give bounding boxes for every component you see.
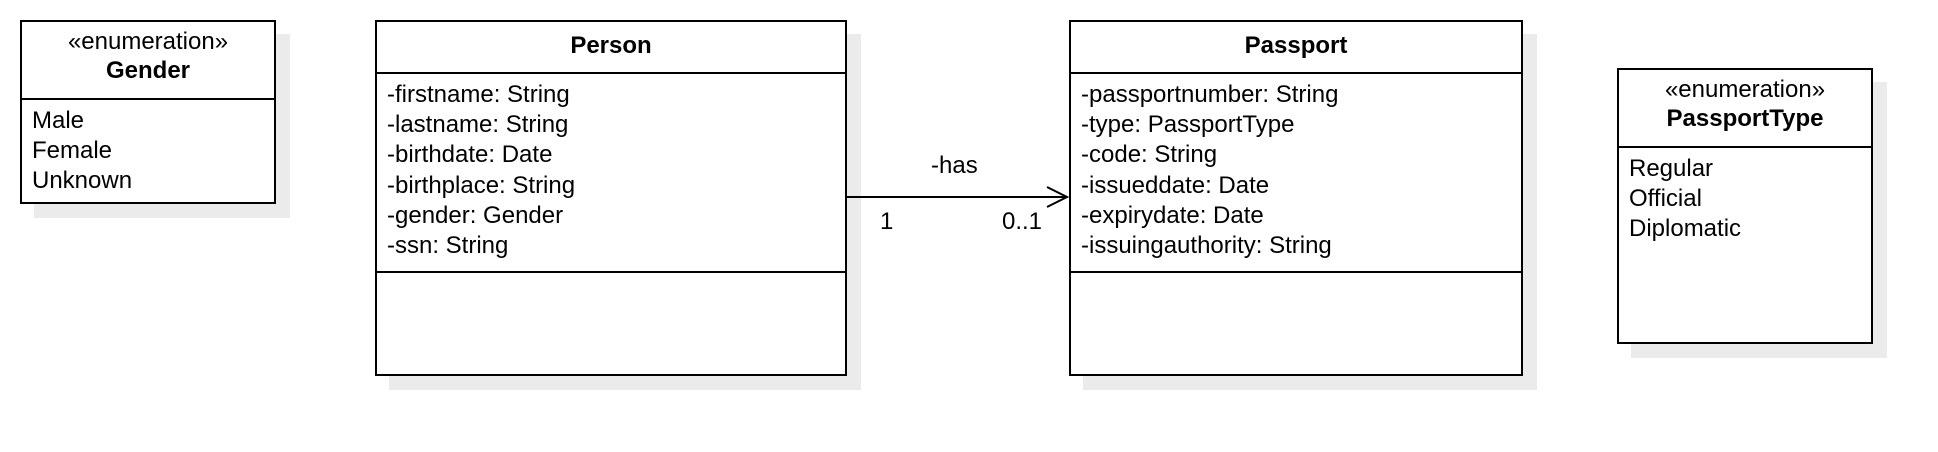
source-multiplicity-label: 1 (880, 208, 894, 235)
passport-attributes: -passportnumber: String -type: PassportT… (1071, 74, 1521, 271)
enum-literal: Official (1629, 185, 1702, 213)
open-arrowhead-icon (1046, 186, 1070, 208)
attribute: -issueddate: Date (1081, 171, 1270, 199)
gender-enum-name: Gender (105, 57, 191, 84)
person-operations (377, 271, 845, 374)
association-role-label: -has (931, 152, 978, 179)
attribute: -firstname: String (387, 81, 570, 108)
attribute: -type: PassportType (1081, 111, 1295, 139)
passport-class-box[interactable]: Passport -passportnumber: String -type: … (1069, 20, 1523, 376)
gender-enum-literals: Male Female Unknown (22, 100, 274, 197)
enum-literal: Male (32, 107, 85, 134)
attribute: -code: String (1081, 141, 1218, 169)
attribute: -birthplace: String (387, 171, 576, 199)
attribute: -passportnumber: String (1081, 81, 1339, 108)
enum-literal: Female (32, 137, 113, 165)
passport-class-header: Passport (1071, 22, 1521, 74)
person-class-name: Person (570, 32, 652, 59)
enum-literal: Regular (1629, 155, 1714, 182)
attribute: -issuingauthority: String (1081, 232, 1332, 260)
passporttype-enum-box[interactable]: «enumeration» PassportType Regular Offic… (1617, 68, 1873, 344)
attribute: -lastname: String (387, 111, 569, 139)
target-multiplicity-label: 0..1 (1002, 208, 1043, 235)
person-class-header: Person (377, 22, 845, 74)
passporttype-enum-header: «enumeration» PassportType (1619, 70, 1871, 148)
passport-operations (1071, 271, 1521, 374)
passporttype-enum-stereotype: «enumeration» (1664, 76, 1826, 103)
passporttype-enum-literals: Regular Official Diplomatic (1619, 148, 1871, 245)
gender-enum-box[interactable]: «enumeration» Gender Male Female Unknown (20, 20, 276, 204)
passport-class-name: Passport (1244, 32, 1348, 59)
person-class-box[interactable]: Person -firstname: String -lastname: Str… (375, 20, 847, 376)
passporttype-enum-name: PassportType (1666, 105, 1824, 132)
person-attributes: -firstname: String -lastname: String -bi… (377, 74, 845, 271)
attribute: -expirydate: Date (1081, 201, 1264, 229)
attribute: -gender: Gender (387, 201, 564, 229)
attribute: -ssn: String (387, 232, 509, 260)
gender-enum-header: «enumeration» Gender (22, 22, 274, 100)
attribute: -birthdate: Date (387, 141, 553, 169)
enum-literal: Unknown (32, 167, 133, 195)
gender-enum-stereotype: «enumeration» (67, 28, 229, 55)
enum-literal: Diplomatic (1629, 215, 1742, 243)
